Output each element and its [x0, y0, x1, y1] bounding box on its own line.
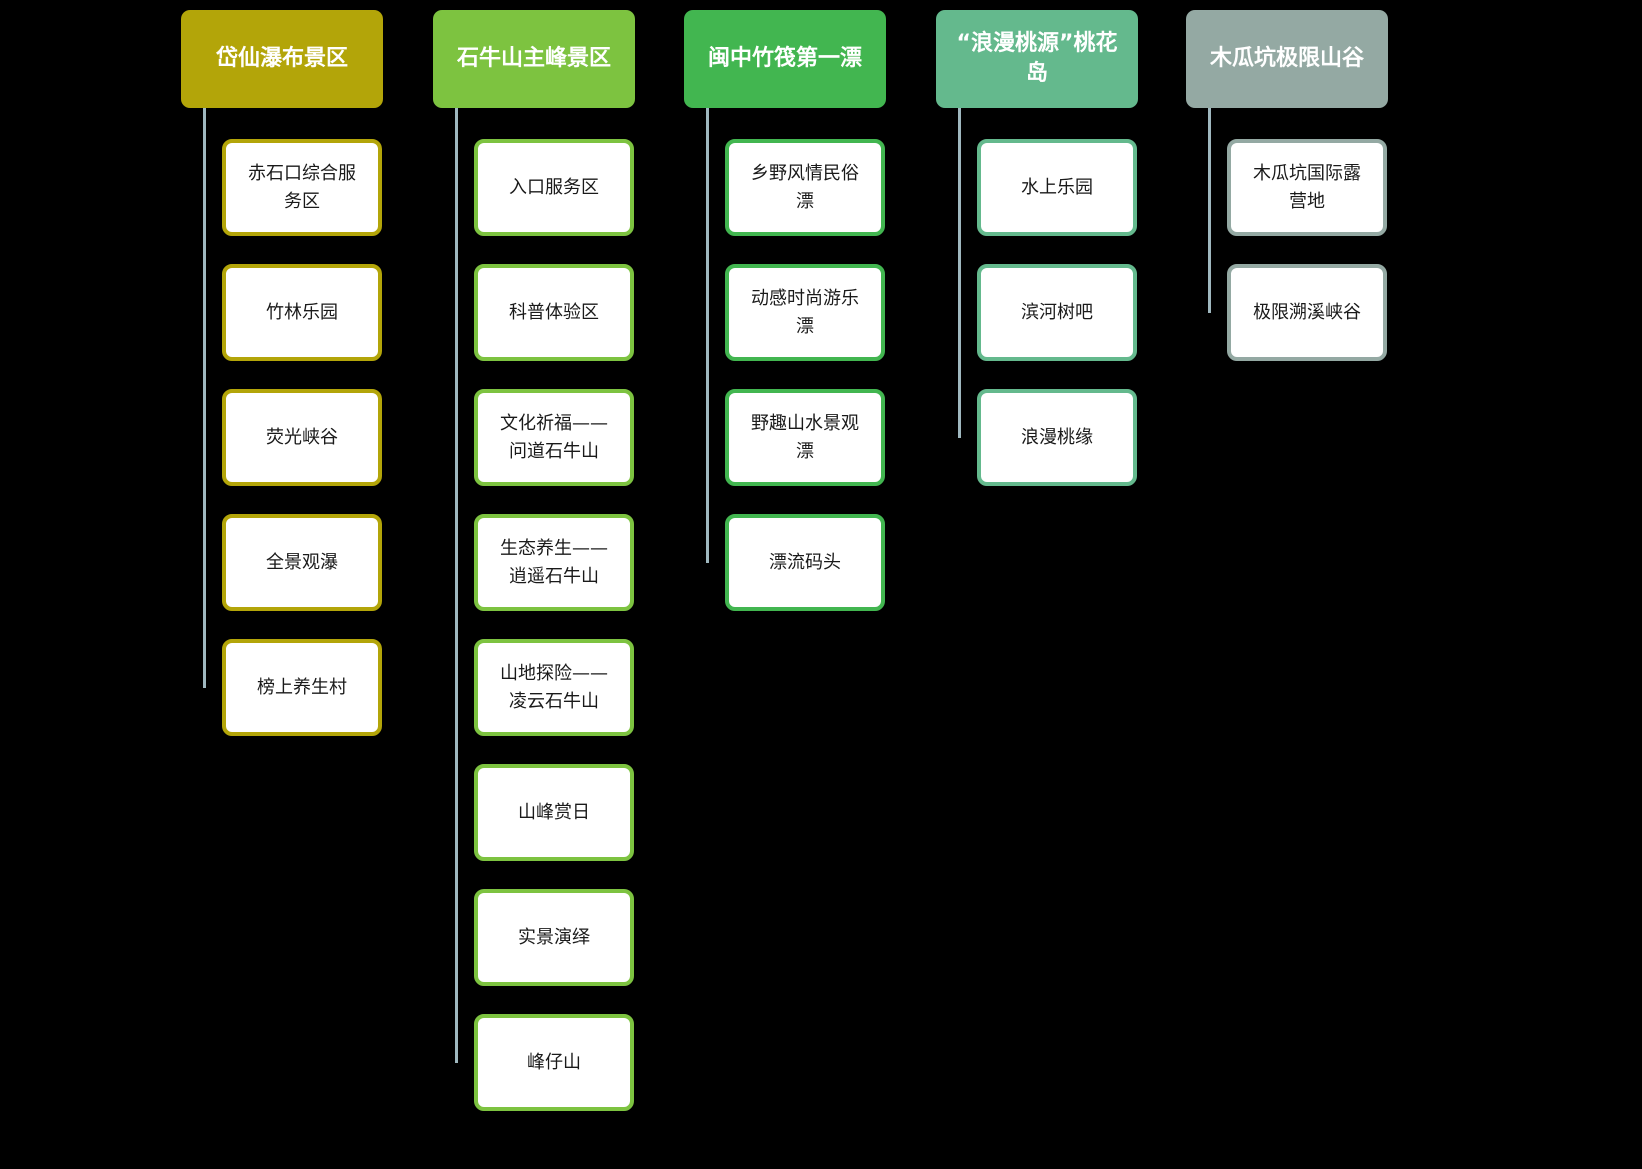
column-shiniushan-peak: 石牛山主峰景区 入口服务区 科普体验区 文化祈福——问道石牛山 生态养生——逍遥…	[433, 10, 643, 1111]
node: 科普体验区	[474, 264, 634, 361]
node: 浪漫桃缘	[977, 389, 1137, 486]
node: 文化祈福——问道石牛山	[474, 389, 634, 486]
node-label: 生态养生——逍遥石牛山	[500, 537, 608, 587]
node: 漂流码头	[725, 514, 885, 611]
node: 峰仔山	[474, 1014, 634, 1111]
column-header: 木瓜坑极限山谷	[1186, 10, 1388, 108]
node-label: 入口服务区	[509, 176, 599, 198]
node: 赤石口综合服务区	[222, 139, 382, 236]
connector-line	[1208, 108, 1211, 313]
node-label: 荧光峡谷	[266, 426, 338, 448]
column-title: “浪漫桃源”桃花岛	[956, 31, 1118, 86]
column-title: 岱仙瀑布景区	[215, 46, 348, 72]
node-label: 极限溯溪峡谷	[1253, 301, 1361, 323]
column-header: 闽中竹筏第一漂	[684, 10, 886, 108]
node-label: 动感时尚游乐漂	[751, 287, 859, 337]
node-label: 乡野风情民俗漂	[751, 162, 859, 212]
column-header: 岱仙瀑布景区	[181, 10, 383, 108]
node: 荧光峡谷	[222, 389, 382, 486]
node: 山峰赏日	[474, 764, 634, 861]
column-peach-blossom-island: “浪漫桃源”桃花岛 水上乐园 滨河树吧 浪漫桃缘	[936, 10, 1146, 486]
node-label: 漂流码头	[769, 551, 841, 573]
column-muguakeng-extreme-valley: 木瓜坑极限山谷 木瓜坑国际露营地 极限溯溪峡谷	[1186, 10, 1396, 361]
node: 极限溯溪峡谷	[1227, 264, 1387, 361]
node-label: 山峰赏日	[518, 801, 590, 823]
node-label: 全景观瀑	[266, 551, 338, 573]
node-label: 实景演绎	[518, 926, 590, 948]
node-label: 滨河树吧	[1021, 301, 1093, 323]
column-header: 石牛山主峰景区	[433, 10, 635, 108]
node: 木瓜坑国际露营地	[1227, 139, 1387, 236]
column-title: 木瓜坑极限山谷	[1209, 46, 1364, 72]
node-label: 竹林乐园	[266, 301, 338, 323]
node: 竹林乐园	[222, 264, 382, 361]
node-label: 浪漫桃缘	[1021, 426, 1093, 448]
node: 榜上养生村	[222, 639, 382, 736]
node: 入口服务区	[474, 139, 634, 236]
node: 滨河树吧	[977, 264, 1137, 361]
connector-line	[203, 108, 206, 688]
node-label: 榜上养生村	[257, 676, 347, 698]
node-label: 野趣山水景观漂	[751, 412, 859, 462]
node-label: 山地探险——凌云石牛山	[500, 662, 608, 712]
node-label: 木瓜坑国际露营地	[1253, 162, 1361, 212]
connector-line	[958, 108, 961, 438]
node-label: 峰仔山	[527, 1051, 581, 1073]
node: 实景演绎	[474, 889, 634, 986]
node: 山地探险——凌云石牛山	[474, 639, 634, 736]
connector-line	[706, 108, 709, 563]
node: 动感时尚游乐漂	[725, 264, 885, 361]
node-label: 科普体验区	[509, 301, 599, 323]
node-label: 赤石口综合服务区	[248, 162, 356, 212]
node-label: 水上乐园	[1021, 176, 1093, 198]
column-header: “浪漫桃源”桃花岛	[936, 10, 1138, 108]
node: 野趣山水景观漂	[725, 389, 885, 486]
node: 全景观瀑	[222, 514, 382, 611]
node: 生态养生——逍遥石牛山	[474, 514, 634, 611]
node-label: 文化祈福——问道石牛山	[500, 412, 608, 462]
column-title: 闽中竹筏第一漂	[707, 46, 862, 72]
column-daixian-waterfall: 岱仙瀑布景区 赤石口综合服务区 竹林乐园 荧光峡谷 全景观瀑 榜上养生村	[181, 10, 391, 736]
node: 乡野风情民俗漂	[725, 139, 885, 236]
column-bamboo-raft-drift: 闽中竹筏第一漂 乡野风情民俗漂 动感时尚游乐漂 野趣山水景观漂 漂流码头	[684, 10, 894, 611]
column-title: 石牛山主峰景区	[456, 46, 611, 72]
node: 水上乐园	[977, 139, 1137, 236]
connector-line	[455, 108, 458, 1063]
